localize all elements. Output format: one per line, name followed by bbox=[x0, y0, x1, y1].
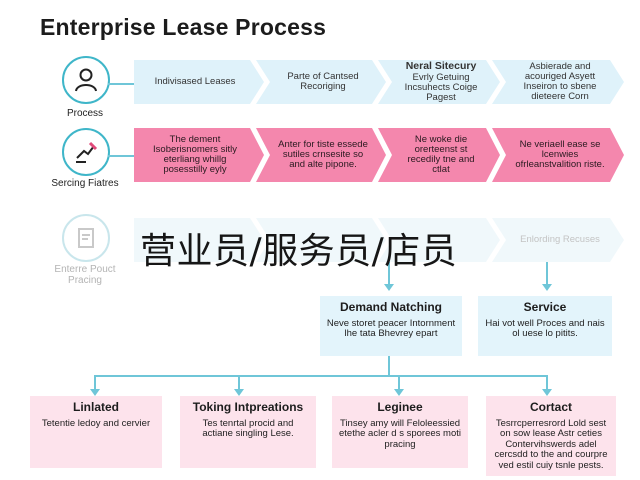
row-2-step-2: Anter for tiste essede sutiles crnsesite… bbox=[256, 128, 386, 182]
bottom-box-1-heading: Linlated bbox=[72, 400, 119, 414]
row-2-label: Sercing Fiatres bbox=[51, 178, 119, 189]
mid-arrow-right bbox=[542, 284, 552, 291]
tree-arrow-2 bbox=[234, 389, 244, 396]
bottom-box-linlated: Linlated Tetentie ledoy and cervier bbox=[30, 396, 162, 468]
bottom-box-4-text: Tesrrcperresrord Lold sest on sow lease … bbox=[494, 417, 608, 471]
row-2-step-1-text: The dement Isoberisnomers sitly eterlian… bbox=[153, 134, 237, 175]
row-2-step-3-text: Ne woke die orerteenst st recedily tne a… bbox=[407, 134, 475, 175]
row-2-step-4: Ne veriaell ease se lcenwies ofrleanstva… bbox=[492, 128, 624, 182]
row-2-step-2-text: Anter for tiste essede sutiles crnsesite… bbox=[278, 139, 368, 170]
mid-arrow-left bbox=[384, 284, 394, 291]
tree-drop-4 bbox=[546, 375, 548, 391]
row-1-step-1: Indivisased Leases bbox=[134, 60, 264, 104]
row-2-icon-circle bbox=[62, 128, 110, 176]
row-2-step-3: Ne woke die orerteenst st recedily tne a… bbox=[378, 128, 500, 182]
row-2-connector bbox=[108, 155, 134, 157]
row-1-step-3-text: Evrly Getuing Incsuhects Coige Pagest bbox=[404, 72, 478, 103]
tree-drop-2 bbox=[238, 375, 240, 391]
tree-horizontal bbox=[94, 375, 548, 377]
tree-drop-1 bbox=[94, 375, 96, 391]
row-3-step-3 bbox=[378, 218, 500, 262]
row-1-label: Process bbox=[66, 108, 104, 119]
row-1-step-3: Neral Sitecury Evrly Getuing Incsuhects … bbox=[378, 60, 500, 104]
row-1-connector bbox=[108, 83, 134, 85]
row-1-step-4: Asbierade and acouriged Asyett Inseiron … bbox=[492, 60, 624, 104]
row-1-step-3-heading: Neral Sitecury bbox=[405, 60, 477, 72]
hand-pen-icon bbox=[76, 141, 98, 163]
row-1-step-4-text: Asbierade and acouriged Asyett Inseiron … bbox=[523, 61, 597, 102]
bottom-box-leginee: Leginee Tinsey amy will Feloleessied ete… bbox=[332, 396, 468, 468]
row-1-step-2-text: Parte of Cantsed Recoriging bbox=[287, 71, 359, 92]
row-3-step-1 bbox=[134, 218, 264, 262]
demand-matching-heading: Demand Natching bbox=[339, 300, 442, 314]
tree-stem bbox=[388, 356, 390, 376]
row-3-label: Enterre Pouct Pracing bbox=[54, 264, 116, 286]
row-2-step-4-text: Ne veriaell ease se lcenwies ofrleanstva… bbox=[515, 139, 605, 170]
row-1-icon-circle bbox=[62, 56, 110, 104]
tree-drop-3 bbox=[398, 375, 400, 391]
demand-matching-box: Demand Natching Neve storet peacer Intor… bbox=[320, 296, 462, 356]
row-3-icon-circle bbox=[62, 214, 110, 262]
row-2-step-1: The dement Isoberisnomers sitly eterlian… bbox=[134, 128, 264, 182]
bottom-box-cortact: Cortact Tesrrcperresrord Lold sest on so… bbox=[486, 396, 616, 476]
service-text: Hai vot well Proces and nais ol uese lo … bbox=[485, 317, 605, 339]
overlay-caption: 营业员/服务员/店员 bbox=[140, 231, 458, 272]
row-1-step-2: Parte of Cantsed Recoriging bbox=[256, 60, 386, 104]
row-3-step-4-text: Enlording Recuses bbox=[520, 234, 600, 245]
bottom-box-toking: Toking Intpreations Tes tenrtal procid a… bbox=[180, 396, 316, 468]
tree-arrow-3 bbox=[394, 389, 404, 396]
mid-connector-right bbox=[546, 262, 548, 286]
row-1-step-1-text: Indivisased Leases bbox=[154, 76, 236, 87]
document-icon bbox=[78, 228, 94, 248]
bottom-box-3-heading: Leginee bbox=[377, 400, 423, 414]
bottom-box-1-text: Tetentie ledoy and cervier bbox=[41, 417, 151, 429]
bottom-box-2-text: Tes tenrtal procid and actiane singling … bbox=[202, 417, 294, 439]
row-3-step-2 bbox=[256, 218, 386, 262]
tree-arrow-1 bbox=[90, 389, 100, 396]
service-box: Service Hai vot well Proces and nais ol … bbox=[478, 296, 612, 356]
tree-arrow-4 bbox=[542, 389, 552, 396]
diagram-title: Enterprise Lease Process bbox=[40, 14, 327, 40]
bottom-box-4-heading: Cortact bbox=[529, 400, 572, 414]
service-heading: Service bbox=[523, 300, 567, 314]
user-icon bbox=[75, 68, 97, 92]
row-3-step-4: Enlording Recuses bbox=[492, 218, 624, 262]
mid-connector-left bbox=[388, 262, 390, 286]
bottom-box-3-text: Tinsey amy will Feloleessied etethe acle… bbox=[339, 417, 461, 450]
bottom-box-2-heading: Toking Intpreations bbox=[192, 400, 304, 414]
demand-matching-text: Neve storet peacer Intornment lhe tata B… bbox=[326, 317, 456, 339]
